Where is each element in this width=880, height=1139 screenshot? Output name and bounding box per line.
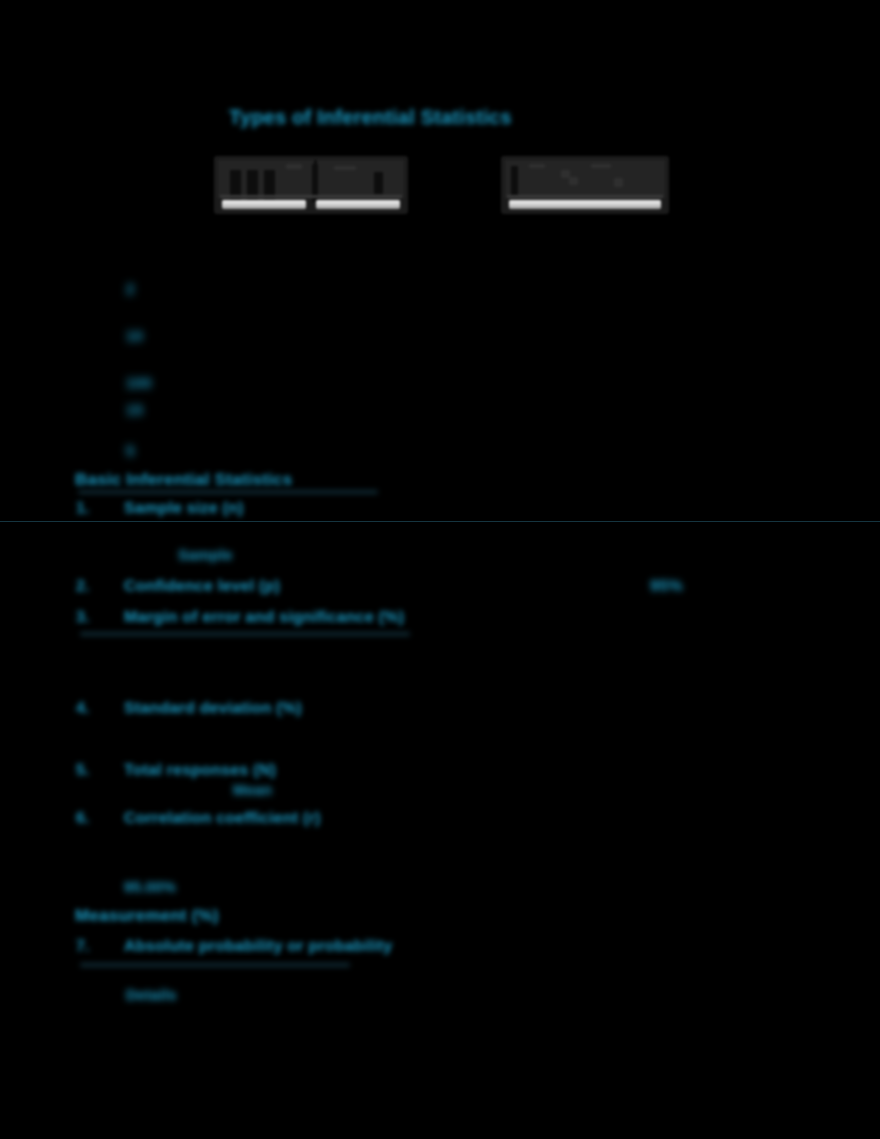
list-item: 5	[126, 443, 135, 460]
figure-bar	[264, 170, 275, 200]
figure-highlight	[614, 178, 623, 187]
figure-rule	[220, 195, 402, 198]
list-item: Sample size (n)	[124, 500, 244, 517]
figure-highlight	[561, 170, 570, 178]
list-subtext: Details	[126, 987, 177, 1004]
list-marker: 4.	[76, 700, 90, 717]
figure-strip	[316, 200, 400, 209]
list-marker: 3.	[76, 609, 90, 626]
section-heading: Measurement (%)	[75, 906, 219, 925]
list-item: Margin of error and significance (%)	[124, 609, 405, 626]
list-item: Correlation coefficient (r)	[124, 810, 321, 827]
figure-bar	[230, 170, 241, 200]
list-item: Confidence level (p)	[124, 578, 281, 595]
figure-highlight	[334, 166, 356, 170]
section-heading: Basic Inferential Statistics	[75, 470, 293, 489]
list-item: Absolute probability or probability	[124, 938, 393, 955]
page-title: Types of Inferential Statistics	[229, 107, 512, 129]
horizontal-rule	[0, 521, 880, 522]
left-redacted-figure	[214, 156, 408, 214]
list-subtext: Sample	[178, 547, 233, 564]
figure-bar	[511, 166, 518, 198]
list-item-underline-smudge	[80, 963, 350, 967]
figure-highlight	[569, 177, 578, 185]
list-item: 2	[126, 281, 135, 298]
list-item: 10	[126, 328, 144, 345]
list-item: Standard deviation (%)	[124, 700, 302, 717]
heading-underline-smudge	[78, 490, 378, 494]
figure-bar	[312, 164, 318, 202]
list-subtext: Mean	[233, 782, 273, 799]
list-marker: 7.	[76, 938, 90, 955]
figure-highlight	[591, 164, 611, 168]
list-marker: 1.	[76, 500, 90, 517]
section-note: 95.00%	[124, 879, 177, 896]
right-redacted-figure	[501, 156, 669, 214]
figure-strip	[222, 200, 306, 209]
figure-bar	[247, 170, 258, 200]
list-item: 15	[126, 402, 144, 419]
list-marker: 6.	[76, 810, 90, 827]
figure-bar	[314, 160, 317, 168]
figure-strip	[509, 200, 661, 209]
figure-bar	[374, 172, 383, 194]
list-marker: 5.	[76, 762, 90, 779]
list-item: Total responses (N)	[124, 762, 276, 779]
list-marker: 2.	[76, 578, 90, 595]
figure-rule	[507, 195, 663, 198]
list-item-underline-smudge	[80, 632, 410, 636]
list-item: 100	[126, 375, 152, 392]
figure-highlight	[529, 164, 545, 168]
list-item-note: 95%	[650, 578, 683, 595]
figure-highlight	[286, 164, 302, 169]
